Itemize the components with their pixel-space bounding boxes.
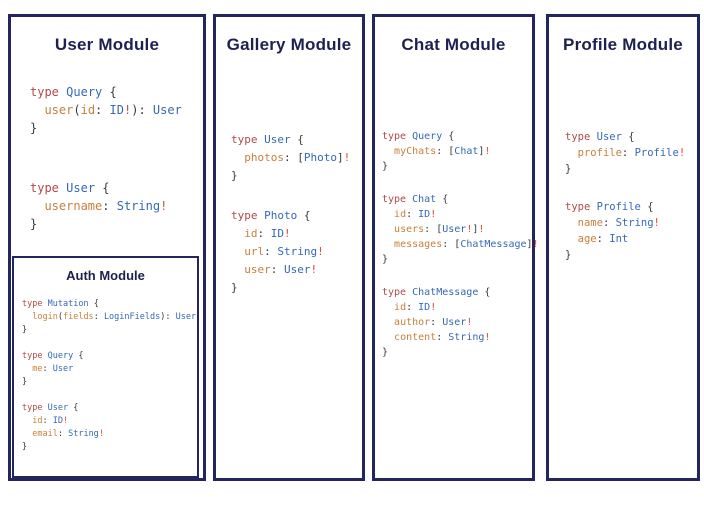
code-block-profile-module: type User { profile: Profile!}type Profi… xyxy=(565,131,686,261)
panel-title-profile-module: Profile Module xyxy=(563,35,683,54)
panel-user-module: User Module type Query { user(id: ID!): … xyxy=(8,14,206,481)
code-block-gallery-module: type User { photos: [Photo]!}type Photo … xyxy=(231,133,351,294)
panel-title-auth-module: Auth Module xyxy=(66,268,145,283)
panel-auth-module: Auth Module type Mutation { login(fields… xyxy=(12,256,199,478)
panel-chat-module: Chat Module type Query { myChats: [Chat]… xyxy=(372,14,539,481)
panel-title-chat-module: Chat Module xyxy=(401,35,506,54)
panel-profile-module: Profile Module type User { profile: Prof… xyxy=(546,14,700,481)
panel-title-gallery-module: Gallery Module xyxy=(226,35,352,54)
code-block-auth-module: type Mutation { login(fields: LoginField… xyxy=(22,299,197,452)
panel-title-user-module: User Module xyxy=(54,35,160,54)
panel-gallery-module: Gallery Module type User { photos: [Phot… xyxy=(213,14,365,481)
code-block-chat-module: type Query { myChats: [Chat]!}type Chat … xyxy=(382,131,539,358)
code-block-user-module: type Query { user(id: ID!): User}type Us… xyxy=(30,85,182,231)
